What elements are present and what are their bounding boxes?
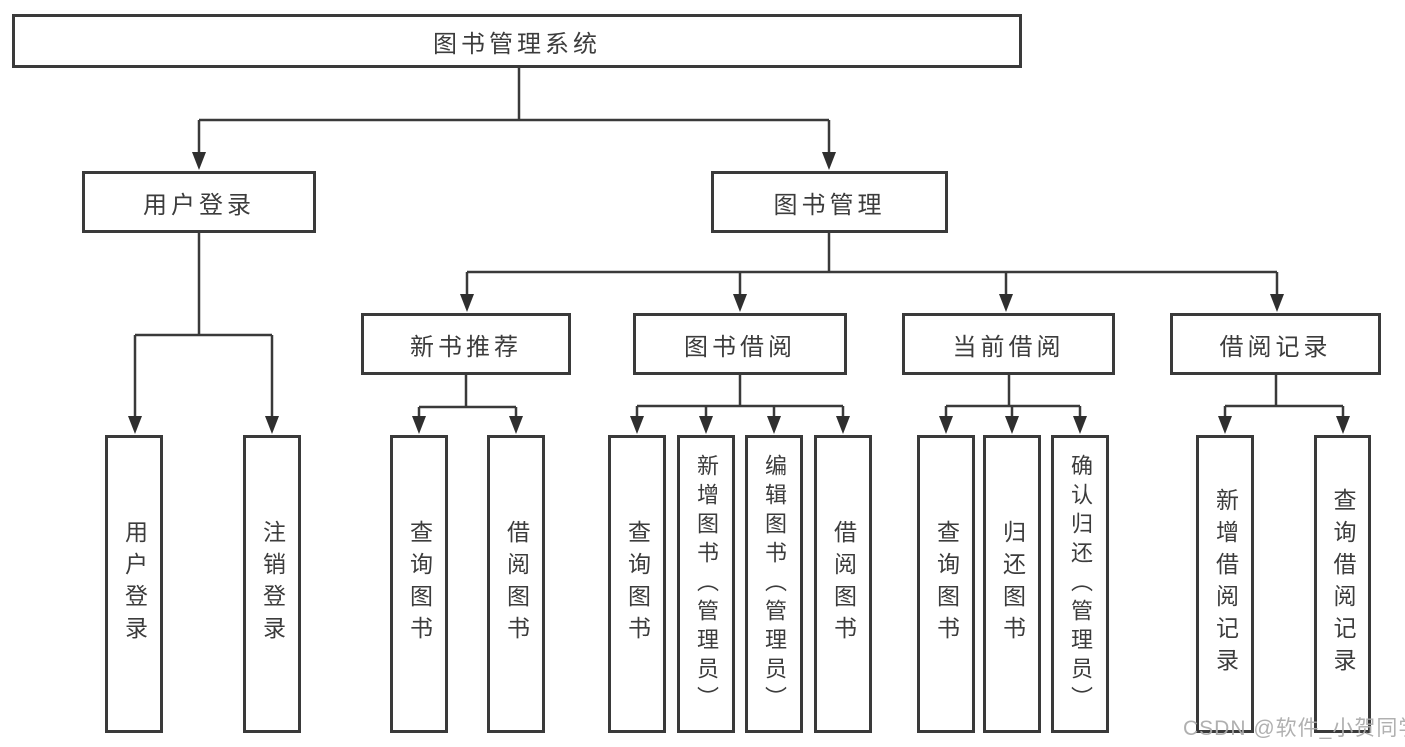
node-current-borrowing: 当前借阅 bbox=[902, 313, 1115, 375]
leaf-label: 查询图书 bbox=[624, 520, 651, 648]
leaf-add-borrow-record: 新增借阅记录 bbox=[1196, 435, 1254, 733]
leaf-label: 确认归还（管理员） bbox=[1068, 453, 1093, 715]
leaf-label: 查询借阅记录 bbox=[1330, 488, 1356, 680]
leaf-query-books-current: 查询图书 bbox=[917, 435, 975, 733]
leaf-label: 借阅图书 bbox=[830, 520, 857, 648]
leaf-label: 借阅图书 bbox=[503, 520, 530, 648]
node-user-login: 用户登录 bbox=[82, 171, 316, 233]
node-book-management: 图书管理 bbox=[711, 171, 948, 233]
leaf-user-login: 用户登录 bbox=[105, 435, 163, 733]
leaf-borrow-books: 借阅图书 bbox=[814, 435, 872, 733]
leaf-label: 查询图书 bbox=[933, 520, 960, 648]
leaf-label: 新增图书（管理员） bbox=[694, 453, 719, 715]
csdn-watermark: CSDN @软件_小贺同学 bbox=[1183, 717, 1405, 740]
node-book-borrowing: 图书借阅 bbox=[633, 313, 847, 375]
leaf-label: 注销登录 bbox=[259, 520, 286, 648]
leaf-label: 编辑图书（管理员） bbox=[762, 453, 787, 715]
leaf-return-book: 归还图书 bbox=[983, 435, 1041, 733]
node-library-management-system: 图书管理系统 bbox=[12, 14, 1022, 68]
node-label: 借阅记录 bbox=[1219, 333, 1332, 361]
leaf-logout: 注销登录 bbox=[243, 435, 301, 733]
node-borrowing-records: 借阅记录 bbox=[1170, 313, 1381, 375]
leaf-query-books-borrow: 查询图书 bbox=[608, 435, 666, 733]
node-label: 图书借阅 bbox=[684, 333, 796, 361]
leaf-label: 新增借阅记录 bbox=[1212, 488, 1239, 680]
leaf-query-borrow-record: 查询借阅记录 bbox=[1314, 435, 1371, 733]
leaf-borrow-books-recommend: 借阅图书 bbox=[487, 435, 545, 733]
node-label: 图书管理 bbox=[773, 191, 886, 219]
node-label: 新书推荐 bbox=[410, 333, 522, 361]
node-label: 当前借阅 bbox=[952, 333, 1065, 361]
leaf-label: 查询图书 bbox=[406, 520, 433, 648]
leaf-edit-book-admin: 编辑图书（管理员） bbox=[745, 435, 803, 733]
arrowheads bbox=[128, 152, 1350, 434]
leaf-confirm-return-admin: 确认归还（管理员） bbox=[1051, 435, 1109, 733]
node-label: 用户登录 bbox=[143, 191, 255, 219]
leaf-add-book-admin: 新增图书（管理员） bbox=[677, 435, 735, 733]
leaf-label: 归还图书 bbox=[999, 520, 1026, 648]
leaf-query-books-recommend: 查询图书 bbox=[390, 435, 448, 733]
node-new-book-recommend: 新书推荐 bbox=[361, 313, 571, 375]
node-label: 图书管理系统 bbox=[433, 30, 601, 58]
leaf-label: 用户登录 bbox=[121, 520, 148, 648]
